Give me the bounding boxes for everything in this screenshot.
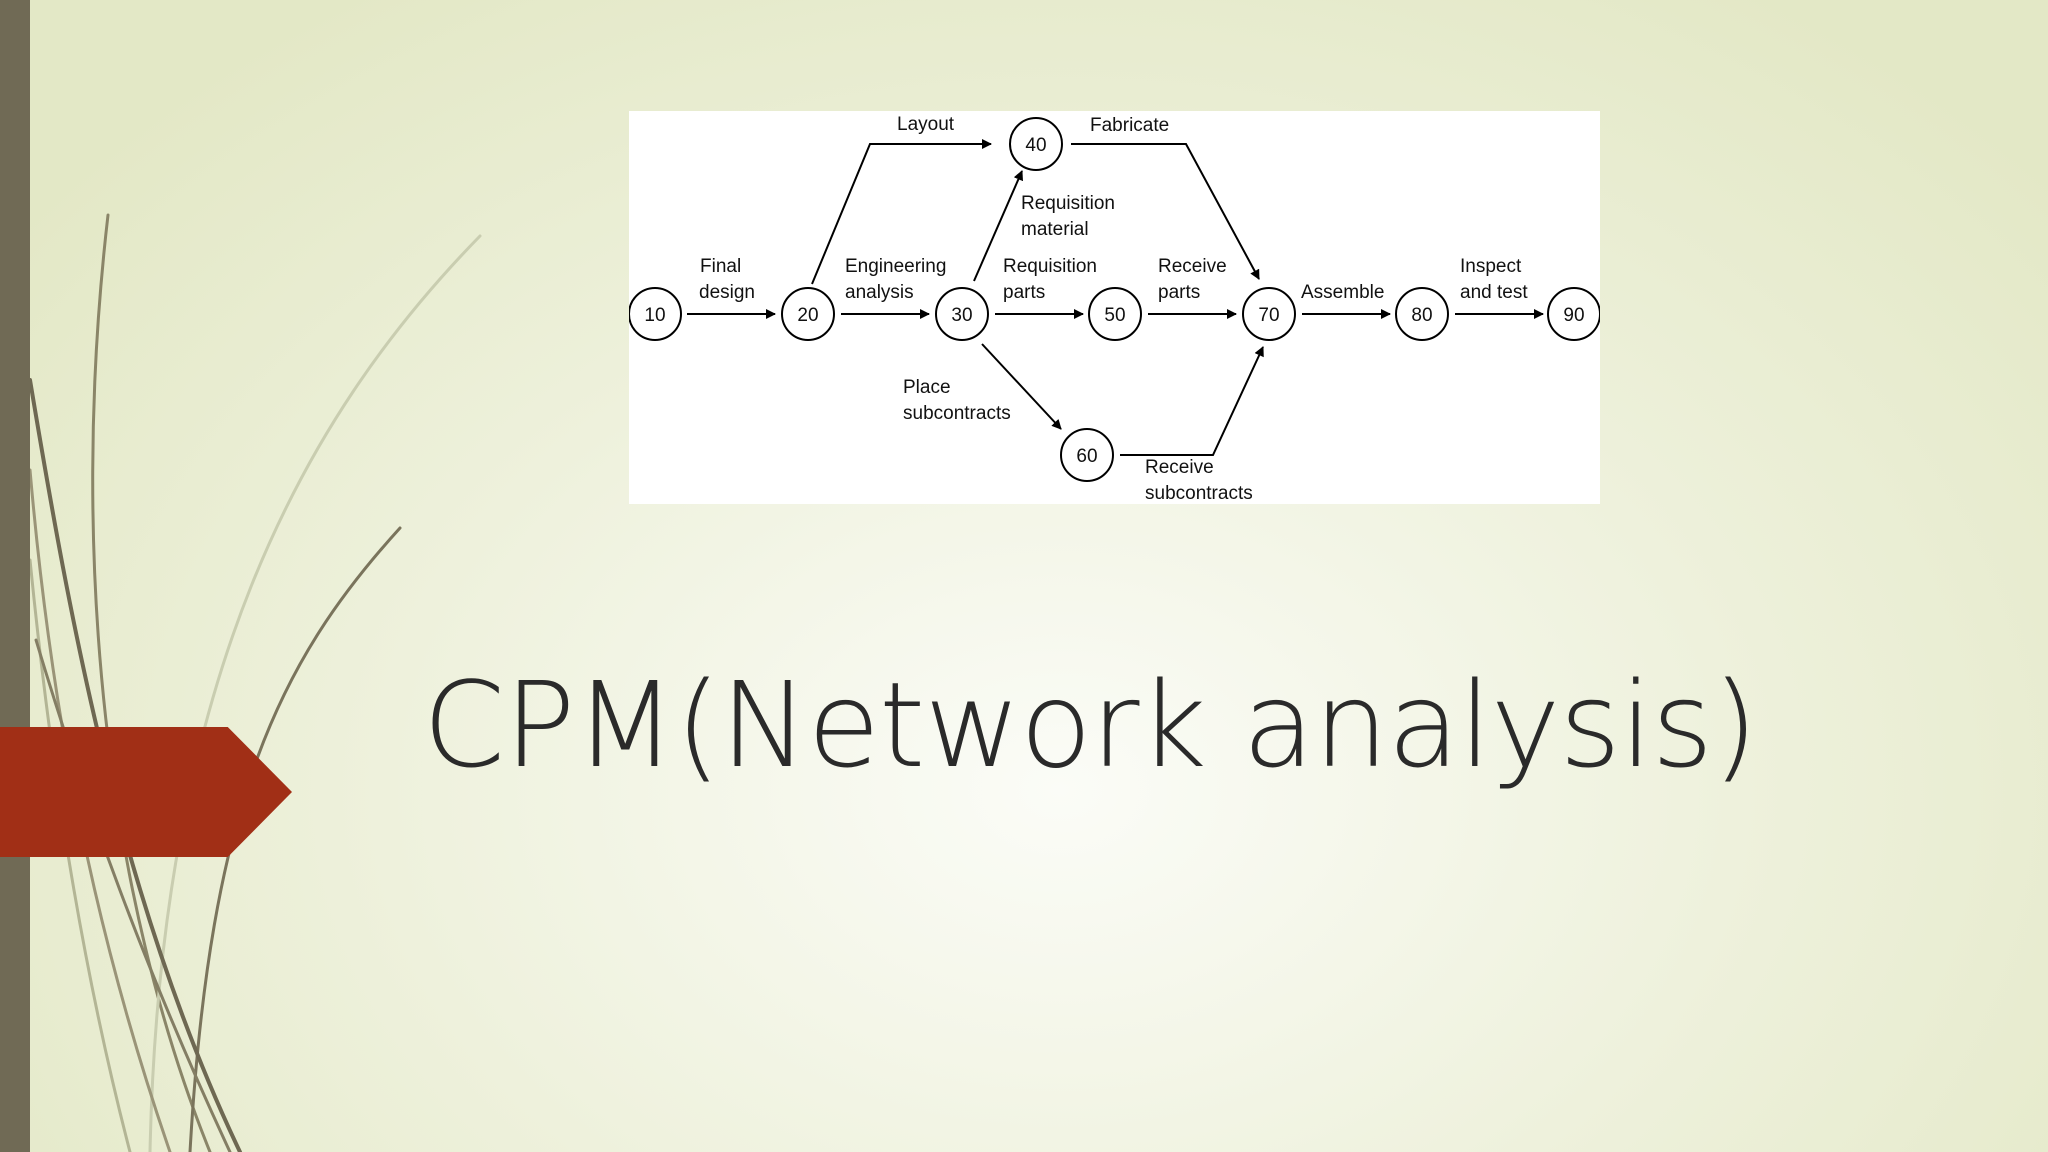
cpm-network-diagram: 10 20 30 40 50 60 70 80 90 Final design … <box>629 111 1600 504</box>
node-label-50: 50 <box>1104 305 1125 326</box>
node-label-70: 70 <box>1258 305 1279 326</box>
left-accent-bar <box>0 0 30 1152</box>
activity-label-assemble: Assemble <box>1301 282 1384 303</box>
activity-label-layout: Layout <box>897 114 955 135</box>
activity-label-place-sub-1: Place <box>903 377 951 398</box>
node-label-90: 90 <box>1563 305 1584 326</box>
activity-label-place-sub-2: subcontracts <box>903 403 1011 424</box>
activity-label-final-design-1: Final <box>700 256 741 277</box>
activity-label-req-parts-2: parts <box>1003 282 1045 303</box>
activity-label-inspect-1: Inspect <box>1460 256 1522 277</box>
slide-title: CPM(Network analysis) <box>380 650 1800 800</box>
node-label-60: 60 <box>1076 446 1097 467</box>
node-label-30: 30 <box>951 305 972 326</box>
node-label-80: 80 <box>1411 305 1432 326</box>
node-label-40: 40 <box>1025 135 1046 156</box>
activity-label-receive-parts-2: parts <box>1158 282 1200 303</box>
activity-label-receive-sub-1: Receive <box>1145 457 1214 478</box>
activity-label-engineering-2: analysis <box>845 282 914 303</box>
activity-label-final-design-2: design <box>699 282 755 303</box>
activity-label-req-parts-1: Requisition <box>1003 256 1097 277</box>
decorative-grass-curves <box>0 0 500 1152</box>
activity-label-engineering-1: Engineering <box>845 256 946 277</box>
activity-label-req-material-1: Requisition <box>1021 193 1115 214</box>
node-label-10: 10 <box>644 305 665 326</box>
node-label-20: 20 <box>797 305 818 326</box>
arrow-60-70 <box>1120 347 1263 455</box>
activity-label-receive-sub-2: subcontracts <box>1145 483 1253 504</box>
activity-label-inspect-2: and test <box>1460 282 1528 303</box>
activity-label-req-material-2: material <box>1021 219 1089 240</box>
activity-label-fabricate: Fabricate <box>1090 115 1169 136</box>
activity-label-receive-parts-1: Receive <box>1158 256 1227 277</box>
